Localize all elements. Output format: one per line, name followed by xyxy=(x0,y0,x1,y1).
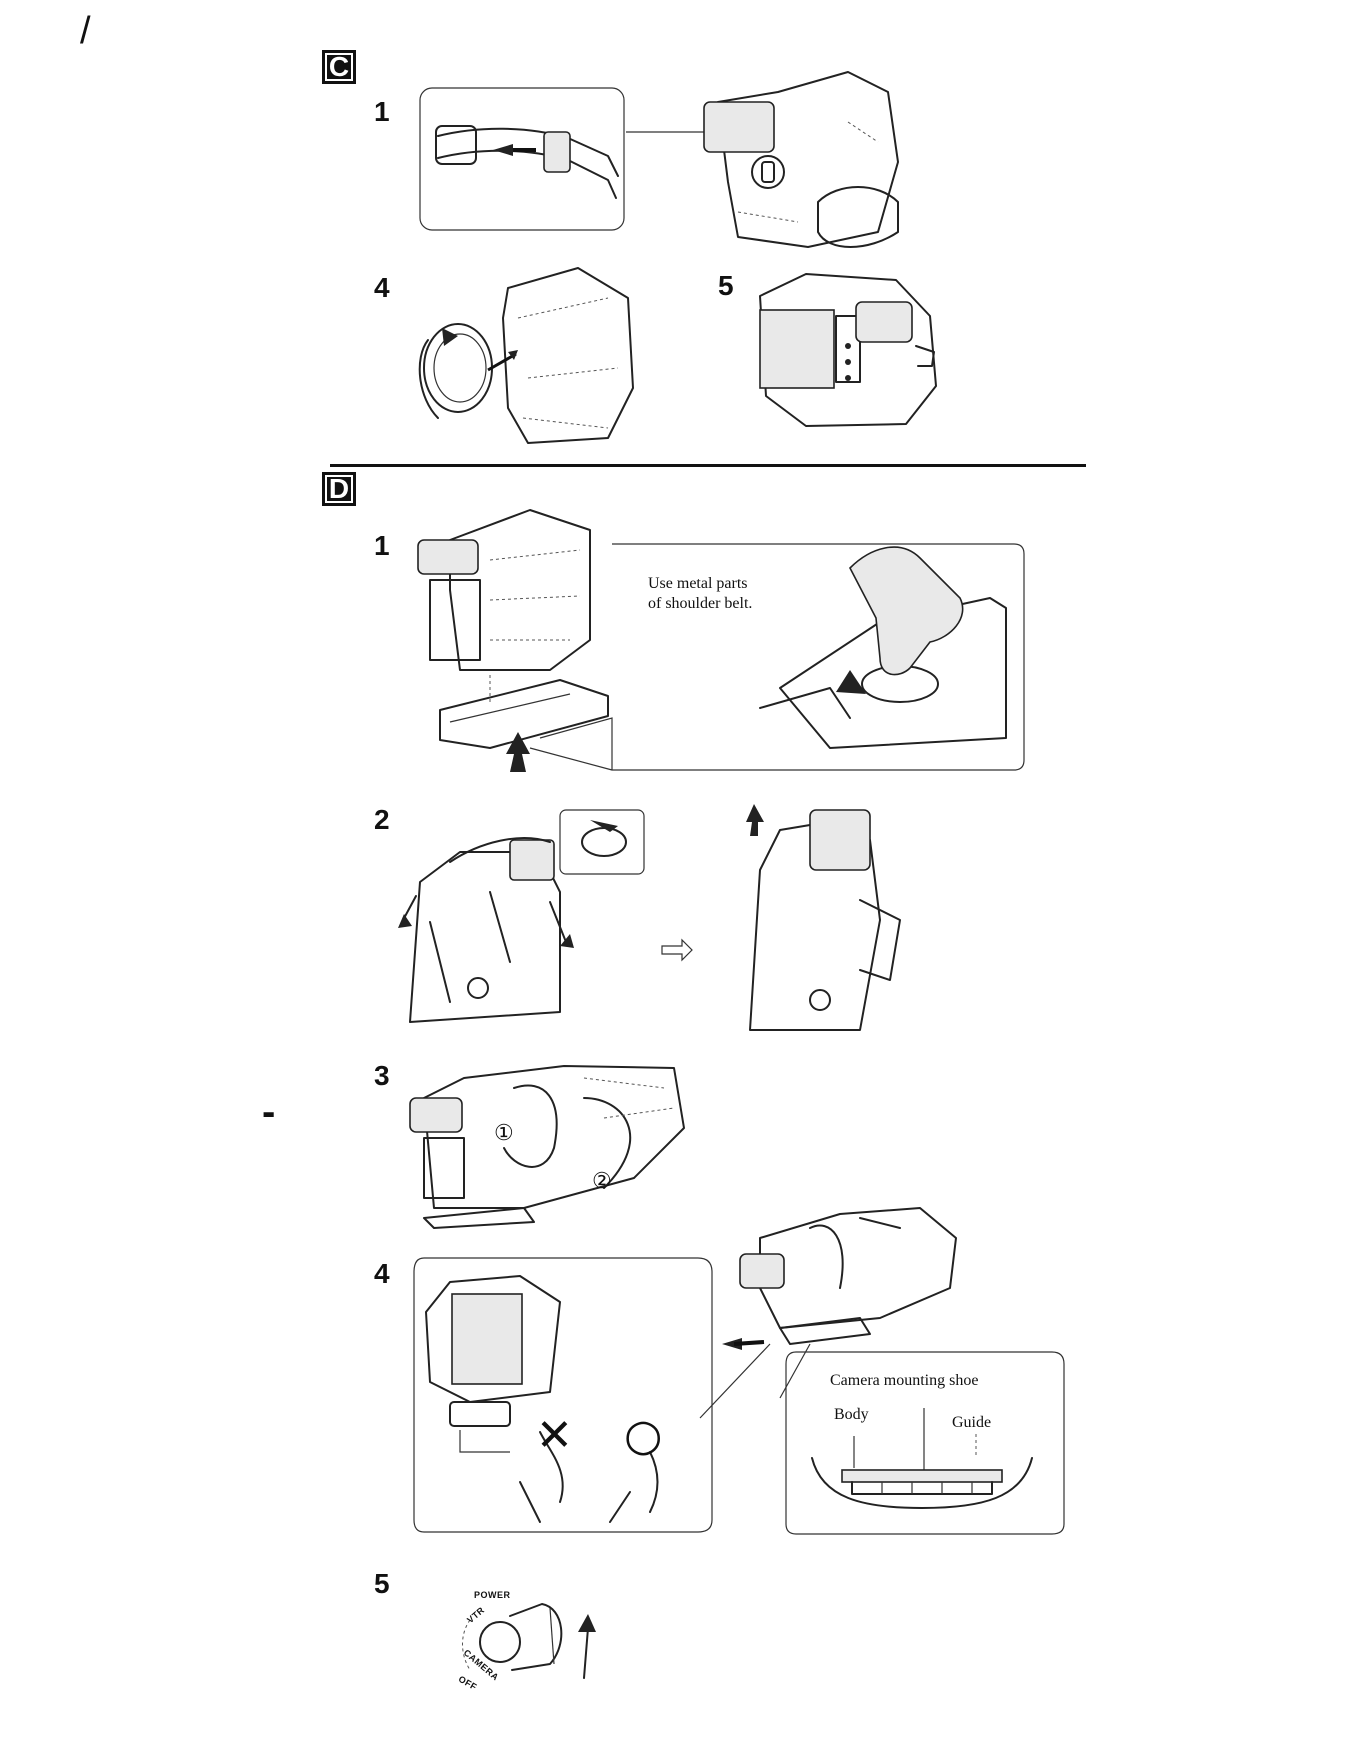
step-d4-number: 4 xyxy=(374,1260,390,1288)
step-c1-number: 1 xyxy=(374,98,390,126)
step-d4-detail-frame xyxy=(410,1252,716,1536)
margin-tick-mark: / xyxy=(80,10,91,53)
step-d2-lifted-housing-illustration xyxy=(740,800,910,1032)
open-arrow-right-icon xyxy=(660,938,694,962)
callout-metal-parts-line1: Use metal parts xyxy=(648,574,748,594)
step-c1-connector-line xyxy=(626,130,706,134)
step-c5-number: 5 xyxy=(718,272,734,300)
step-c4-number: 4 xyxy=(374,274,390,302)
step-c5-camera-lcd-illustration xyxy=(746,266,940,436)
label-body: Body xyxy=(834,1406,869,1424)
step-c4-lens-ring-illustration xyxy=(408,258,638,448)
circled-number-1: ① xyxy=(494,1120,514,1146)
step-d1-number: 1 xyxy=(374,532,390,560)
section-d-badge: D xyxy=(322,472,356,506)
section-c-badge: C xyxy=(322,50,356,84)
label-guide: Guide xyxy=(952,1414,991,1432)
step-c1-camera-illustration xyxy=(698,62,908,257)
callout-metal-parts-line2: of shoulder belt. xyxy=(648,594,752,614)
margin-dash-mark: - xyxy=(262,1090,275,1135)
step-d2-number: 2 xyxy=(374,806,390,834)
step-d4-mounted-camera-illustration xyxy=(720,1198,960,1358)
step-d5-number: 5 xyxy=(374,1570,390,1598)
step-d2-open-housing-illustration xyxy=(390,802,660,1034)
step-d3-attach-illustration xyxy=(404,1058,694,1228)
cross-mark-icon: ✕ xyxy=(536,1414,573,1458)
step-d1-callout-frame xyxy=(520,538,1028,774)
label-camera-mounting-shoe: Camera mounting shoe xyxy=(830,1372,978,1390)
step-c1-strap-illustration xyxy=(418,86,628,236)
section-divider xyxy=(330,464,1086,467)
circle-mark-icon: ○ xyxy=(624,1414,662,1458)
circled-number-2: ② xyxy=(592,1168,612,1194)
step-d3-number: 3 xyxy=(374,1062,390,1090)
dial-label-power: POWER xyxy=(474,1590,511,1600)
